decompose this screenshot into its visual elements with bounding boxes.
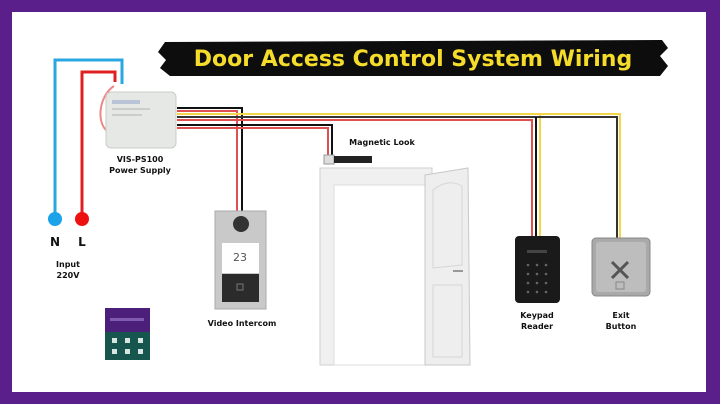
video-intercom: 23 <box>214 210 267 310</box>
neutral-terminal <box>48 212 62 226</box>
power-supply-label: Power Supply <box>109 166 172 175</box>
live-terminal <box>75 212 89 226</box>
mains-wires <box>53 58 124 218</box>
exit-button-label-line2: Button <box>606 322 637 331</box>
title-banner: Door Access Control System Wiring <box>158 40 668 76</box>
magnetic-lock <box>323 154 372 165</box>
diagram-title: Door Access Control System Wiring <box>194 47 632 72</box>
neutral-label: N <box>50 235 60 249</box>
exit-button-label-line1: Exit <box>612 311 629 320</box>
logo-thumbnail <box>105 308 150 360</box>
input-label: Input <box>56 260 80 269</box>
keypad-label-line1: Keypad <box>520 311 554 320</box>
keypad-reader <box>515 236 560 303</box>
intercom-display-number: 23 <box>233 251 247 264</box>
exit-button <box>591 237 651 297</box>
keypad-label-line2: Reader <box>521 322 553 331</box>
live-label: L <box>78 235 86 249</box>
power-supply-model: VIS-PS100 <box>117 155 164 164</box>
video-intercom-label: Video Intercom <box>208 319 277 328</box>
power-supply-unit <box>105 91 177 149</box>
dc-wires <box>177 107 621 240</box>
door-frame <box>319 167 471 366</box>
magnetic-lock-label: Magnetic Look <box>349 138 415 147</box>
input-voltage-label: 220V <box>57 271 81 280</box>
